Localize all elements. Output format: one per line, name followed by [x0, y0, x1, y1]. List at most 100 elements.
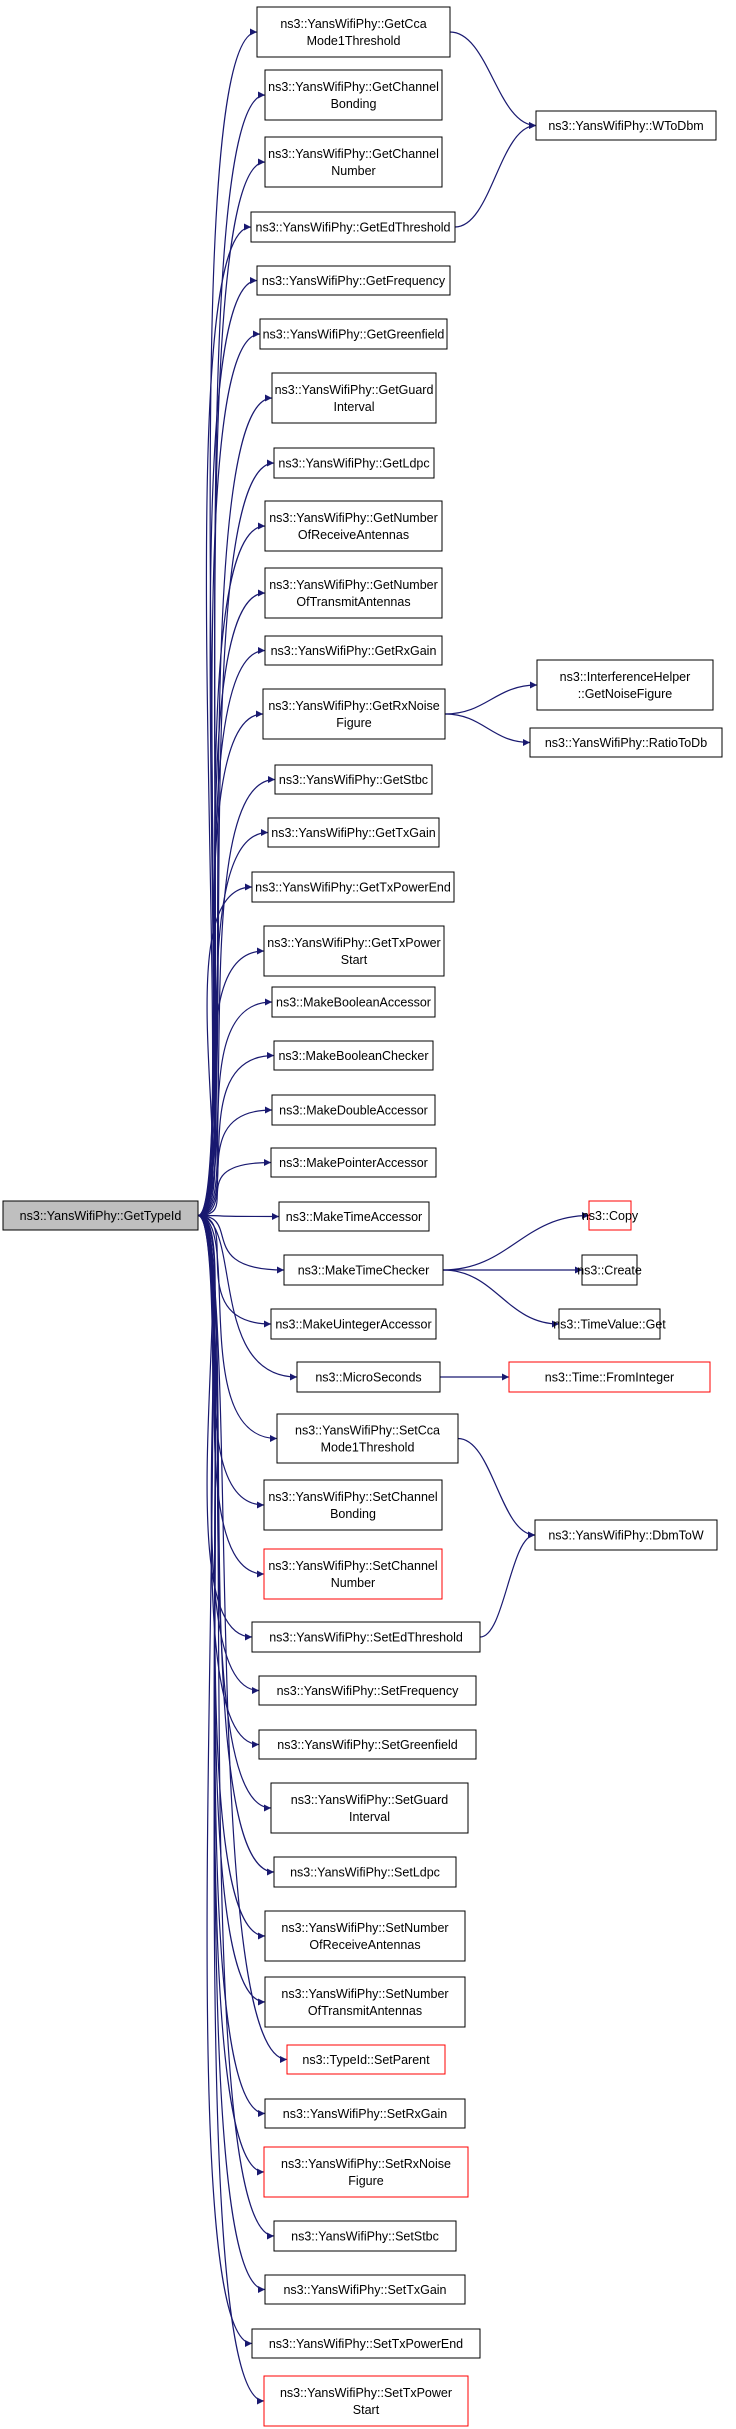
- edge-root-to-n19: [197, 1106, 273, 1217]
- node-ns3-yanswifiphy-getnumberoftransmitantennas[interactable]: ns3::YansWifiPhy::GetNumberOfTransmitAnt…: [264, 567, 443, 619]
- node-ns3-yanswifiphy-setgreenfield[interactable]: ns3::YansWifiPhy::SetGreenfield: [258, 1729, 477, 1760]
- node-ns3-yanswifiphy-setnumberofreceiveantennas[interactable]: ns3::YansWifiPhy::SetNumberOfReceiveAnte…: [264, 1910, 466, 1962]
- node-ns3-yanswifiphy-getstbc[interactable]: ns3::YansWifiPhy::GetStbc: [274, 764, 433, 795]
- edge-n4-to-w1: [454, 122, 537, 228]
- node-box: [262, 688, 446, 740]
- node-label: Number: [331, 164, 375, 178]
- node-label: ns3::YansWifiPhy::SetTxPowerEnd: [269, 2337, 463, 2351]
- node-box: [263, 2375, 469, 2427]
- node-label: ns3::InterferenceHelper: [560, 670, 691, 684]
- edge-root-to-n24: [197, 1214, 298, 1381]
- node-ns3-yanswifiphy-gettxpowerend[interactable]: ns3::YansWifiPhy::GetTxPowerEnd: [251, 871, 455, 903]
- node-ns3-yanswifiphy-wtodbm[interactable]: ns3::YansWifiPhy::WToDbm: [535, 110, 717, 141]
- node-ns3-yanswifiphy-gettxgain[interactable]: ns3::YansWifiPhy::GetTxGain: [267, 817, 440, 848]
- node-ns3-makeuintegeraccessor[interactable]: ns3::MakeUintegerAccessor: [270, 1308, 437, 1340]
- node-label: ns3::MakeBooleanChecker: [278, 1049, 428, 1063]
- node-label: ns3::Time::FromInteger: [545, 1371, 674, 1385]
- node-label: ns3::YansWifiPhy::WToDbm: [548, 119, 703, 133]
- node-ns3-maketimeaccessor[interactable]: ns3::MakeTimeAccessor: [278, 1201, 430, 1232]
- node-ns3-timevalue-get[interactable]: ns3::TimeValue::Get: [553, 1308, 666, 1340]
- node-box: [258, 1675, 477, 1706]
- node-box: [270, 1782, 469, 1834]
- node-ns3-time-frominteger[interactable]: ns3::Time::FromInteger: [508, 1361, 711, 1393]
- node-box: [273, 447, 435, 479]
- node-ns3-yanswifiphy-setnumberoftransmitantennas[interactable]: ns3::YansWifiPhy::SetNumberOfTransmitAnt…: [264, 1976, 466, 2028]
- node-box: [581, 1254, 638, 1286]
- node-label: ns3::YansWifiPhy::GetNumber: [269, 511, 438, 525]
- edge-n1-to-w1: [449, 31, 537, 129]
- node-ns3-interferencehelper-getnoisefigure[interactable]: ns3::InterferenceHelper::GetNoiseFigure: [536, 659, 714, 711]
- node-label: Interval: [349, 1810, 390, 1824]
- node-label: Figure: [348, 2174, 383, 2188]
- node-ns3-yanswifiphy-gettypeid[interactable]: ns3::YansWifiPhy::GetTypeId: [2, 1200, 199, 1231]
- node-ns3-yanswifiphy-dbmtow[interactable]: ns3::YansWifiPhy::DbmToW: [534, 1519, 718, 1551]
- node-box: [264, 2274, 466, 2305]
- node-label: Start: [341, 953, 368, 967]
- node-label: ns3::YansWifiPhy::SetRxNoise: [281, 2157, 451, 2171]
- node-label: ns3::YansWifiPhy::GetCca: [280, 17, 426, 31]
- edge-root-to-n12: [197, 710, 264, 1217]
- edge-root-to-n32: [197, 1214, 275, 1876]
- node-ns3-makepointeraccessor[interactable]: ns3::MakePointerAccessor: [270, 1147, 437, 1178]
- node-ns3-yanswifiphy-getfrequency[interactable]: ns3::YansWifiPhy::GetFrequency: [256, 265, 451, 296]
- node-ns3-yanswifiphy-getgreenfield[interactable]: ns3::YansWifiPhy::GetGreenfield: [259, 318, 448, 350]
- node-box: [251, 871, 455, 903]
- node-label: OfReceiveAntennas: [309, 1938, 420, 1952]
- node-label: Mode1Threshold: [307, 34, 401, 48]
- node-ns3-create[interactable]: ns3::Create: [577, 1254, 642, 1286]
- node-box: [588, 1200, 632, 1231]
- node-ns3-yanswifiphy-settxpowerend[interactable]: ns3::YansWifiPhy::SetTxPowerEnd: [251, 2328, 481, 2359]
- node-box: [273, 1040, 434, 1071]
- node-label: ns3::YansWifiPhy::GetEdThreshold: [256, 221, 451, 235]
- node-box: [258, 1729, 477, 1760]
- node-box: [251, 2328, 481, 2359]
- node-label: ns3::YansWifiPhy::SetLdpc: [290, 1866, 440, 1880]
- node-label: ns3::YansWifiPhy::RatioToDb: [545, 736, 707, 750]
- node-ns3-yanswifiphy-getrxgain[interactable]: ns3::YansWifiPhy::GetRxGain: [264, 635, 443, 666]
- node-label: ns3::YansWifiPhy::SetGreenfield: [277, 1738, 457, 1752]
- node-ns3-yanswifiphy-setldpc[interactable]: ns3::YansWifiPhy::SetLdpc: [273, 1856, 457, 1888]
- node-label: ns3::MakeTimeChecker: [298, 1264, 430, 1278]
- node-label: OfTransmitAntennas: [296, 595, 410, 609]
- node-ns3-yanswifiphy-getedthreshold[interactable]: ns3::YansWifiPhy::GetEdThreshold: [250, 211, 456, 243]
- node-ns3-makebooleanaccessor[interactable]: ns3::MakeBooleanAccessor: [271, 986, 436, 1018]
- node-ns3-yanswifiphy-getldpc[interactable]: ns3::YansWifiPhy::GetLdpc: [273, 447, 435, 479]
- node-ns3-yanswifiphy-setfrequency[interactable]: ns3::YansWifiPhy::SetFrequency: [258, 1675, 477, 1706]
- node-label: ns3::YansWifiPhy::GetRxNoise: [268, 699, 439, 713]
- node-ns3-maketimechecker[interactable]: ns3::MakeTimeChecker: [283, 1254, 444, 1286]
- node-box: [529, 727, 723, 758]
- node-box: [270, 1308, 437, 1340]
- node-ns3-yanswifiphy-settxgain[interactable]: ns3::YansWifiPhy::SetTxGain: [264, 2274, 466, 2305]
- node-label: ns3::YansWifiPhy::SetChannel: [268, 1559, 437, 1573]
- node-ns3-makebooleanchecker[interactable]: ns3::MakeBooleanChecker: [273, 1040, 434, 1071]
- node-ns3-yanswifiphy-ratiotodb[interactable]: ns3::YansWifiPhy::RatioToDb: [529, 727, 723, 758]
- node-box: [274, 764, 433, 795]
- node-label: ns3::Create: [577, 1264, 642, 1278]
- edge-n22-to-w4: [442, 1212, 590, 1271]
- node-ns3-yanswifiphy-setedthreshold[interactable]: ns3::YansWifiPhy::SetEdThreshold: [251, 1621, 481, 1653]
- node-ns3-yanswifiphy-setrxgain[interactable]: ns3::YansWifiPhy::SetRxGain: [264, 2098, 466, 2129]
- node-ns3-makedoubleaccessor[interactable]: ns3::MakeDoubleAccessor: [271, 1094, 436, 1126]
- edge-root-to-n38: [197, 1214, 275, 2240]
- node-ns3-microseconds[interactable]: ns3::MicroSeconds: [296, 1361, 441, 1393]
- edge-root-to-n21: [197, 1212, 280, 1220]
- node-label: ns3::YansWifiPhy::SetChannel: [268, 1490, 437, 1504]
- node-ns3-yanswifiphy-getnumberofreceiveantennas[interactable]: ns3::YansWifiPhy::GetNumberOfReceiveAnte…: [264, 500, 443, 552]
- node-ns3-typeid-setparent[interactable]: ns3::TypeId::SetParent: [286, 2044, 446, 2075]
- node-box: [264, 2098, 466, 2129]
- node-box: [263, 2146, 469, 2198]
- node-ns3-copy[interactable]: ns3::Copy: [582, 1200, 639, 1231]
- node-ns3-yanswifiphy-setstbc[interactable]: ns3::YansWifiPhy::SetStbc: [273, 2220, 457, 2252]
